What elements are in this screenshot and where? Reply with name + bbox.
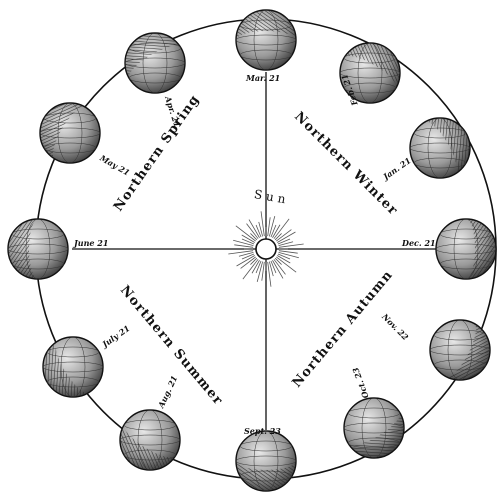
sun-ray (239, 252, 253, 256)
sun-ray (275, 258, 281, 264)
earth-globe-june21 (8, 219, 68, 279)
season-label-winter: Northern Winter (291, 109, 400, 218)
date-label-nov: Nov. 22 (379, 311, 411, 343)
sun-ray (243, 259, 258, 279)
earth-globe-mar21 (236, 10, 296, 70)
earth-globe-nov (430, 320, 499, 390)
sun-ray (269, 262, 273, 276)
earth-globe-apr (114, 22, 185, 93)
sun-ray (250, 258, 256, 264)
sun-ray (274, 219, 289, 239)
sun-ray (275, 233, 281, 239)
date-label-jan: Jan. 21 (380, 155, 413, 182)
earth-globe-dec21 (436, 219, 496, 279)
sun-label: Sun (253, 187, 291, 207)
sun-ray (276, 257, 296, 272)
sun-ray (250, 233, 256, 239)
date-label-oct: Oct. 23 (350, 366, 371, 400)
date-label-sept23: Sept. 23 (244, 426, 281, 436)
sun-ray (279, 242, 293, 246)
date-label-dec21: Dec. 21 (401, 238, 436, 248)
earth-globe-aug (109, 410, 180, 481)
date-label-aug: Aug. 21 (155, 374, 179, 410)
sun-icon (256, 239, 276, 259)
earth-globe-sept23 (236, 431, 296, 491)
season-label-spring: Northern Spring (111, 92, 203, 214)
date-label-may: May 21 (97, 152, 131, 177)
date-label-june21: June 21 (72, 238, 108, 248)
sun-ray (259, 222, 263, 236)
season-label-autumn: Northern Autumn (290, 267, 397, 390)
earth-globe-july (32, 337, 103, 408)
date-label-july: July 21 (99, 323, 132, 350)
date-label-mar21: Mar. 21 (245, 73, 280, 83)
sun-ray (236, 226, 256, 241)
